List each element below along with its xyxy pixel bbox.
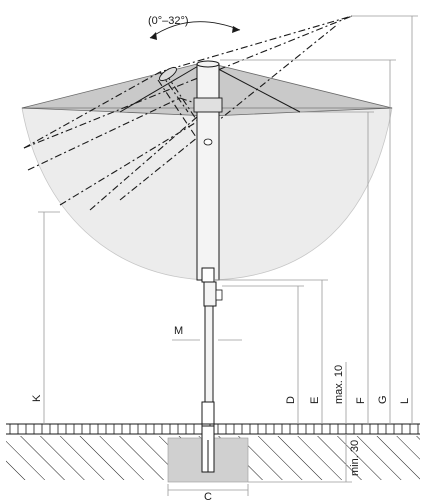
tilted-canopy-outline xyxy=(23,15,353,211)
pole-joint xyxy=(201,267,215,283)
label-C: C xyxy=(204,491,212,502)
label-max10: max. 10 xyxy=(333,365,345,404)
label-L: L xyxy=(399,398,411,404)
label-G: G xyxy=(377,395,389,404)
hub xyxy=(193,97,223,113)
label-M: M xyxy=(174,325,183,337)
tilt-arrow-left xyxy=(150,32,157,40)
crank-housing xyxy=(203,281,217,307)
canopy-rib-right xyxy=(204,61,301,113)
crank-handle xyxy=(215,289,223,301)
label-D: D xyxy=(285,396,297,404)
label-F: F xyxy=(355,397,367,404)
label-E: E xyxy=(309,397,321,404)
label-K: K xyxy=(31,394,43,402)
pole-lower xyxy=(204,305,214,407)
pole-cap xyxy=(196,60,220,68)
label-min30: min. 30 xyxy=(349,440,361,476)
dimension-lines xyxy=(38,15,418,496)
tilt-arrow-right xyxy=(232,26,240,33)
ground-sleeve-top xyxy=(201,401,215,427)
tilt-range-label: (0°–32°) xyxy=(148,15,189,27)
pole-upper xyxy=(196,63,220,281)
hinge xyxy=(203,138,213,146)
tilt-angle-arc xyxy=(149,21,241,39)
canopy-rib-left xyxy=(119,61,206,113)
